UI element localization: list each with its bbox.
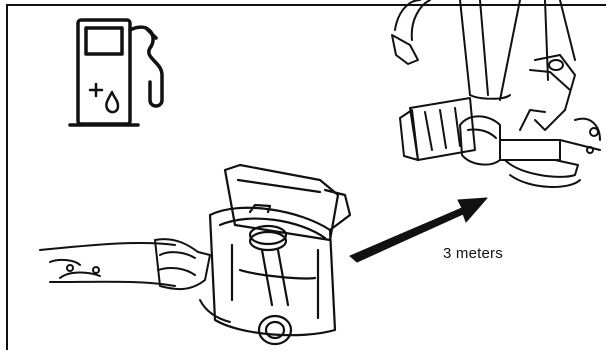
arm-holding-can: [40, 239, 230, 322]
fuel-can: [210, 165, 350, 344]
distance-label: 3 meters: [443, 245, 503, 262]
fuel-drop-plus: [90, 84, 118, 112]
operator-starting-engine: [392, 0, 600, 187]
